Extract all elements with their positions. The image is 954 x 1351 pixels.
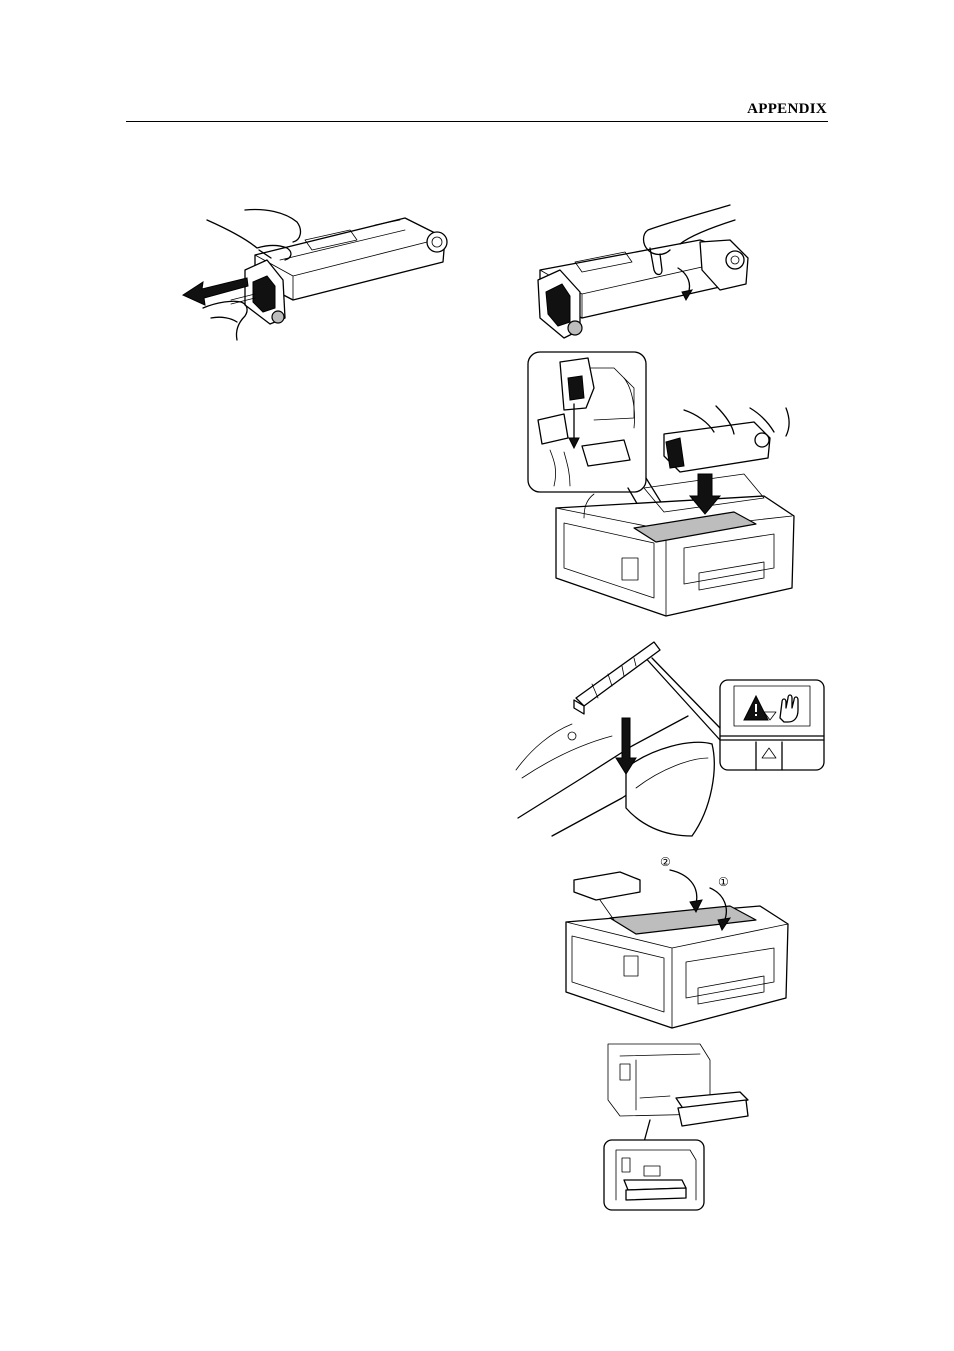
header-rule <box>126 121 828 122</box>
install-charger-illustration <box>512 628 828 840</box>
close-covers-illustration: ② ① <box>560 852 800 1030</box>
figure-install-charger <box>512 628 828 840</box>
insert-cartridge-illustration <box>524 348 804 618</box>
page-section-title: APPENDIX <box>747 101 827 118</box>
output-tray-illustration <box>600 1040 760 1212</box>
step-marker-2: ② <box>660 855 671 869</box>
cartridge-seal-illustration <box>175 200 465 355</box>
figure-insert-cartridge <box>524 348 804 618</box>
figure-output-tray <box>600 1040 760 1212</box>
figure-remove-seal <box>175 200 465 355</box>
figure-close-covers: ② ① <box>560 852 800 1030</box>
cartridge-rotate-illustration <box>530 200 820 350</box>
step-marker-1: ① <box>718 875 729 889</box>
caution-label <box>720 680 824 770</box>
figure-rotate-cartridge <box>530 200 820 350</box>
